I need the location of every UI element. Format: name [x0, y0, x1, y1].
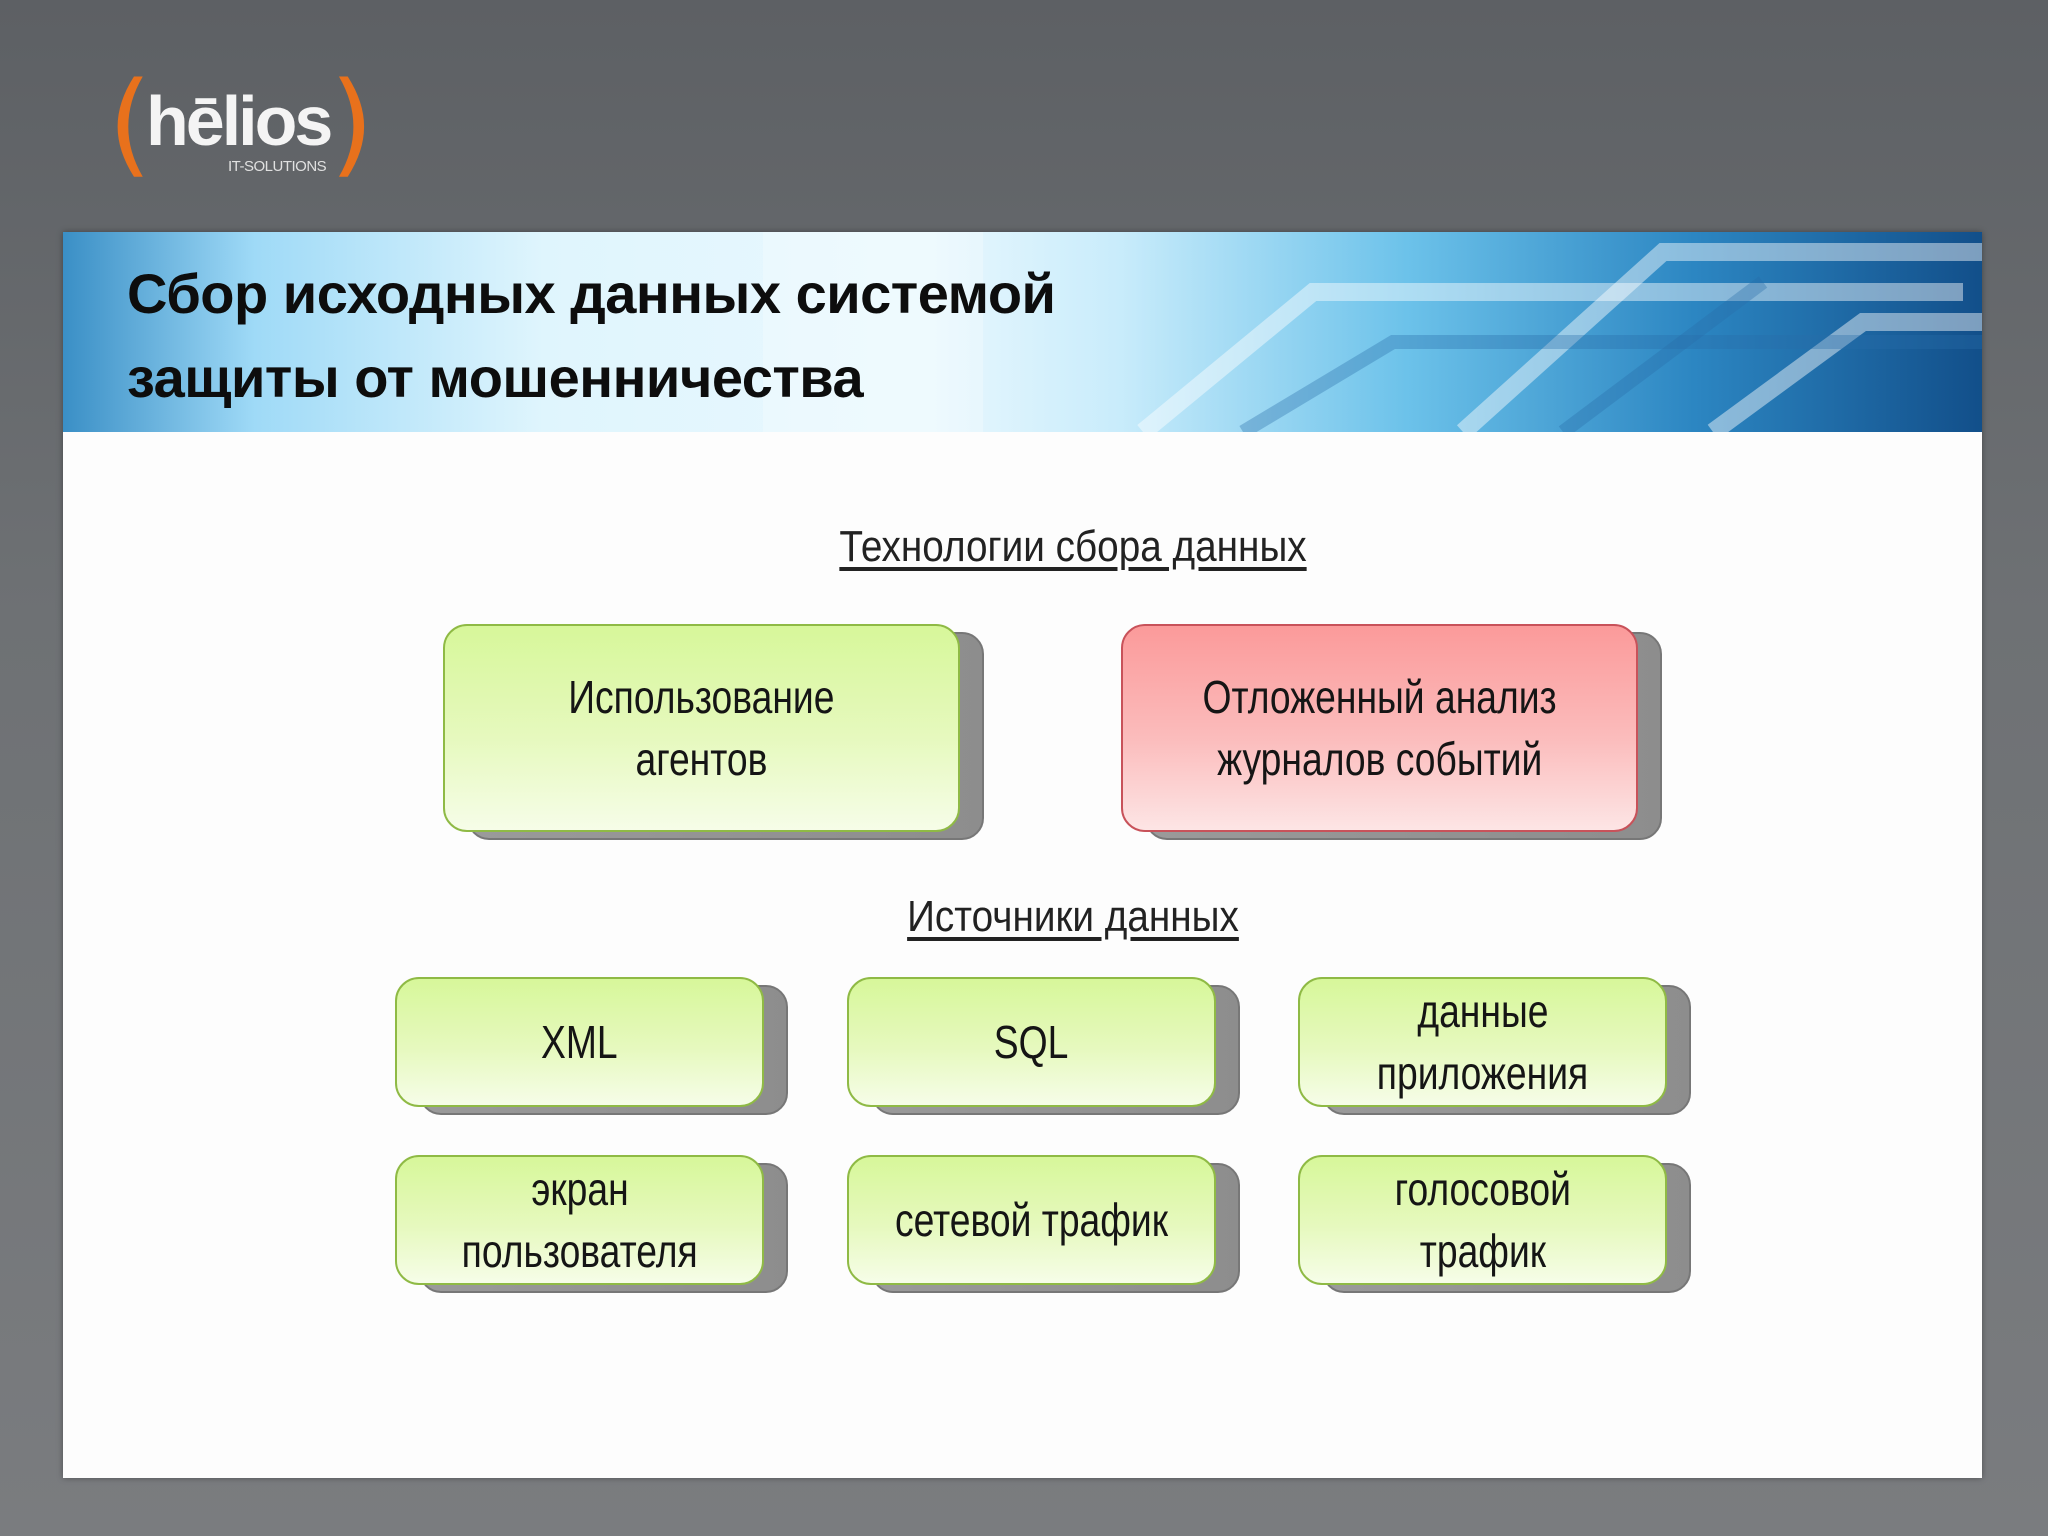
logo-wordmark: hēlios	[146, 82, 333, 160]
box-label-line-2: пользователя	[461, 1225, 698, 1277]
slide-title-line-1: Сбор исходных данных системой	[127, 262, 1056, 325]
box-face: Использование агентов	[443, 624, 960, 832]
technologies-heading: Технологии сбора данных	[839, 522, 1307, 571]
box-label-line-2: журналов событий	[1216, 733, 1543, 785]
tech-box-log-analysis: Отложенный анализ журналов событий	[1121, 624, 1662, 840]
source-box-app-data: данные приложения	[1298, 977, 1691, 1115]
box-label-line-1: данные	[1416, 985, 1549, 1037]
box-label-line-1: голосовой	[1394, 1163, 1571, 1215]
slide-title-line-2: защиты от мошенничества	[127, 346, 864, 409]
logo-right-bracket: )	[330, 59, 374, 189]
box-face: экран пользователя	[395, 1155, 764, 1285]
source-box-network-traffic: сетевой трафик	[847, 1155, 1240, 1293]
box-label-line-1: Отложенный анализ	[1202, 671, 1557, 723]
box-label-line-2: агентов	[635, 733, 768, 785]
box-label-line-1: XML	[541, 1016, 618, 1068]
box-face: данные приложения	[1298, 977, 1667, 1107]
sources-heading: Источники данных	[907, 892, 1239, 941]
box-face: SQL	[847, 977, 1216, 1107]
slide: Сбор исходных данных системой защиты от …	[63, 232, 1982, 1478]
logo-tagline: IT-SOLUTIONS	[228, 158, 327, 175]
box-face: Отложенный анализ журналов событий	[1121, 624, 1638, 832]
box-label-line-2: приложения	[1376, 1047, 1589, 1099]
logo-left-bracket: (	[108, 59, 152, 189]
title-banner: Сбор исходных данных системой защиты от …	[63, 232, 1982, 432]
box-label-line-1: Использование	[568, 671, 835, 723]
box-label-line-1: экран	[530, 1163, 629, 1215]
tech-box-agents: Использование агентов	[443, 624, 984, 840]
source-box-xml: XML	[395, 977, 788, 1115]
box-face: голосовой трафик	[1298, 1155, 1667, 1285]
source-box-voice-traffic: голосовой трафик	[1298, 1155, 1691, 1293]
box-face: сетевой трафик	[847, 1155, 1216, 1285]
banner-decoration	[763, 232, 1982, 432]
helios-logo: ( hēlios IT-SOLUTIONS )	[108, 58, 374, 193]
source-box-user-screen: экран пользователя	[395, 1155, 788, 1293]
box-label-line-1: SQL	[994, 1016, 1069, 1068]
box-label-line-1: сетевой трафик	[894, 1194, 1169, 1246]
source-box-sql: SQL	[847, 977, 1240, 1115]
box-face: XML	[395, 977, 764, 1107]
slide-title: Сбор исходных данных системой защиты от …	[127, 252, 1056, 420]
box-label-line-2: трафик	[1419, 1225, 1546, 1277]
